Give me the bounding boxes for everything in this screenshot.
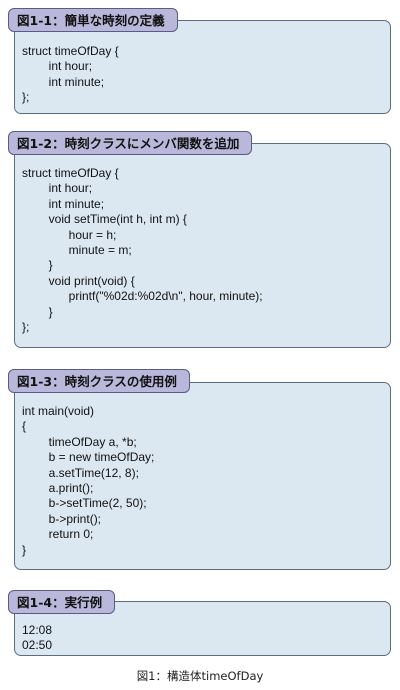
code-block-1-1: struct timeOfDay { int hour; int minute;… [22,44,119,105]
code-block-1-2: struct timeOfDay { int hour; int minute;… [22,166,263,335]
figure-caption: 図1：構造体timeOfDay [136,669,264,683]
code-block-1-3: int main(void) { timeOfDay a, *b; b = ne… [22,404,155,557]
figure-label-1-3: 図1-3：時刻クラスの使用例 [8,369,190,393]
code-panel-1-2 [14,143,391,348]
output-block-1-4: 12:08 02:50 [22,623,53,653]
figure-label-1-2: 図1-2：時刻クラスにメンバ関数を追加 [8,131,253,155]
code-panel-1-3 [14,382,391,570]
figure-label-1-1: 図1-1：簡単な時刻の定義 [8,8,178,32]
figure-label-1-4: 図1-4：実行例 [8,590,116,614]
code-panel-1-1 [14,20,391,114]
